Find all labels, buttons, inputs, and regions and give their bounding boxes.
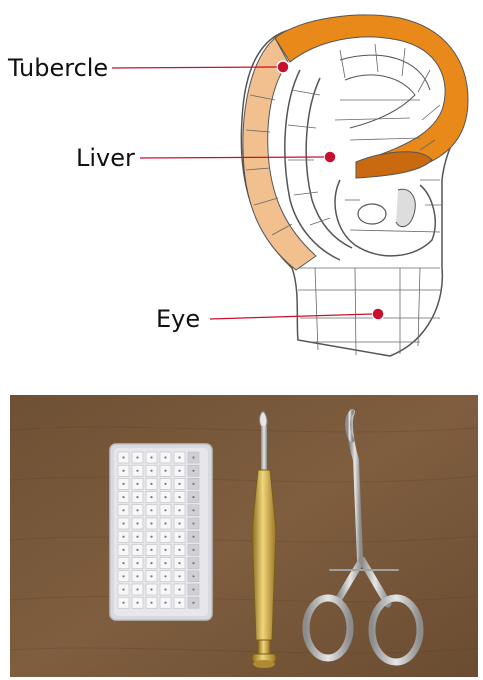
seed-dot: [178, 549, 180, 551]
seed-dot: [150, 509, 152, 511]
seed-dot: [122, 602, 124, 604]
ear-canal: [358, 204, 386, 224]
seed-dot: [164, 549, 166, 551]
seed-dot: [164, 588, 166, 590]
seed-dot: [178, 496, 180, 498]
seed-dot: [192, 470, 194, 472]
seed-dot: [178, 456, 180, 458]
seed-dot: [164, 562, 166, 564]
seed-dot: [192, 509, 194, 511]
eye-label: Eye: [156, 305, 200, 333]
seed-dot: [192, 456, 194, 458]
seed-dot: [164, 602, 166, 604]
seed-dot: [150, 588, 152, 590]
seed-dot: [122, 456, 124, 458]
seed-dot: [136, 536, 138, 538]
seed-dot: [164, 483, 166, 485]
seed-dot: [178, 522, 180, 524]
seed-dot: [192, 522, 194, 524]
seed-dot: [192, 562, 194, 564]
seed-dot: [178, 562, 180, 564]
eye-point: [372, 308, 384, 320]
seed-dot: [178, 588, 180, 590]
seed-dot: [122, 509, 124, 511]
wooden-table: [10, 395, 478, 677]
seed-dot: [150, 562, 152, 564]
seed-dot: [178, 536, 180, 538]
seed-dot: [122, 562, 124, 564]
ear-seed-tape-sheet: [110, 444, 212, 620]
seed-dot: [150, 602, 152, 604]
seed-dot: [192, 483, 194, 485]
seed-dot: [164, 522, 166, 524]
seed-dot: [164, 496, 166, 498]
seed-dot: [178, 483, 180, 485]
seed-dot: [150, 456, 152, 458]
tubercle-label: Tubercle: [7, 54, 108, 82]
seed-dot: [122, 549, 124, 551]
seed-dot: [122, 536, 124, 538]
seed-dot: [136, 509, 138, 511]
seed-dot: [150, 483, 152, 485]
liver-point: [324, 151, 336, 163]
seed-dot: [192, 496, 194, 498]
seed-dot: [136, 470, 138, 472]
seed-dot: [192, 549, 194, 551]
seed-dot: [150, 536, 152, 538]
seed-dot: [136, 496, 138, 498]
seed-dot: [136, 549, 138, 551]
seed-dot: [178, 575, 180, 577]
seed-dot: [136, 483, 138, 485]
seed-dot: [178, 602, 180, 604]
seed-dot: [192, 602, 194, 604]
seed-dot: [136, 575, 138, 577]
seed-dot: [150, 549, 152, 551]
seed-dot: [164, 456, 166, 458]
seed-dot: [136, 588, 138, 590]
seed-dot: [136, 562, 138, 564]
seed-dot: [192, 575, 194, 577]
tools-photo: [10, 395, 478, 677]
seed-dot: [136, 522, 138, 524]
seed-dot: [164, 509, 166, 511]
seed-dot: [178, 509, 180, 511]
seed-dot: [122, 522, 124, 524]
seed-dot: [150, 522, 152, 524]
seed-dot: [136, 456, 138, 458]
seed-dot: [178, 470, 180, 472]
tubercle-point: [277, 61, 289, 73]
liver-label: Liver: [76, 144, 135, 172]
seed-dot: [192, 588, 194, 590]
seed-dot: [150, 496, 152, 498]
seed-dot: [122, 575, 124, 577]
seed-dot: [122, 496, 124, 498]
seed-dot: [122, 588, 124, 590]
seed-dot: [192, 536, 194, 538]
seed-dot: [122, 470, 124, 472]
seed-dot: [136, 602, 138, 604]
seed-dot: [150, 575, 152, 577]
seed-dot: [122, 483, 124, 485]
seed-dot: [164, 470, 166, 472]
seed-dot: [164, 575, 166, 577]
seed-dot: [150, 470, 152, 472]
seed-dot: [164, 536, 166, 538]
ear-diagram: Tubercle Liver Eye: [7, 15, 468, 356]
